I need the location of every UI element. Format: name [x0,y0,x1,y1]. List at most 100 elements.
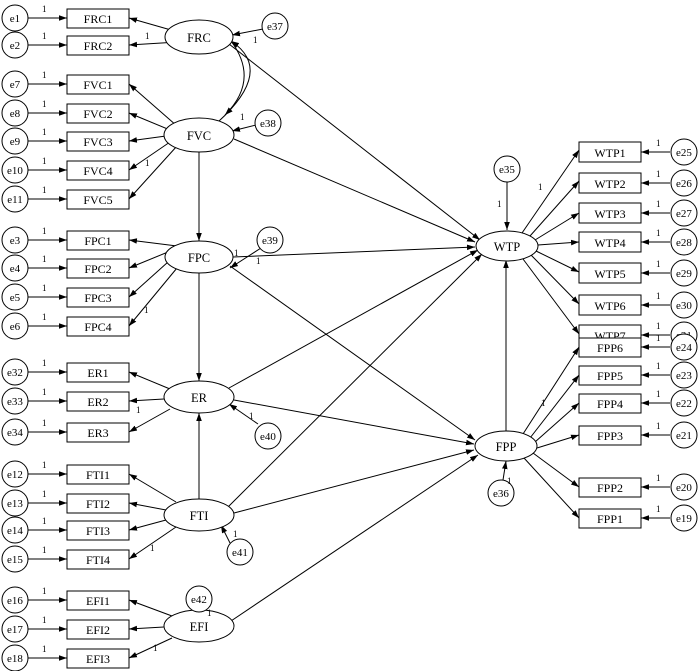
weight-label: 1 [538,182,543,192]
error-node-e2: e2 [1,31,29,59]
weight-label: 1 [42,99,47,109]
error-label: e23 [676,370,692,382]
weight-label: 1 [145,158,150,168]
indicator-label: EFI3 [86,652,110,666]
error-label: e20 [676,482,692,494]
latent-label: FPP [496,440,517,454]
error-label: e3 [10,235,21,247]
edge-EFI-EFI3 [128,637,173,659]
weight-label: 1 [42,586,47,596]
error-label: e18 [7,653,23,665]
error-node-e40: e40 [254,422,282,450]
error-node-e9: e9 [1,127,29,155]
edge-FPP-FPP5 [529,374,580,439]
indicator-FVC4: FVC4 [66,160,130,181]
indicator-FPC2: FPC2 [66,258,130,279]
indicator-FPC1: FPC1 [66,230,130,251]
error-node-e4: e4 [1,254,29,282]
edge-WTP-WTP3 [534,212,580,241]
edge-WTP-WTP7 [522,258,580,335]
indicator-FVC3: FVC3 [66,131,130,152]
indicator-label: FTI3 [86,524,110,538]
error-node-e1: e1 [1,4,29,32]
indicator-FPP5: FPP5 [578,365,642,386]
indicator-label: FPP2 [597,481,623,495]
error-label: e17 [7,624,23,636]
latent-label: ER [191,391,208,405]
weight-label: 1 [42,358,47,368]
error-node-e11: e11 [1,185,29,213]
indicator-FPP1: FPP1 [578,508,642,529]
weight-label: 1 [42,127,47,137]
indicator-FTI1: FTI1 [66,464,130,485]
error-node-e10: e10 [1,156,29,184]
error-label: e16 [7,595,23,607]
edge-ER-ER2 [128,397,165,404]
latent-ER: ER [163,380,235,414]
error-node-e5: e5 [1,283,29,311]
error-label: e9 [10,136,21,148]
error-label: e6 [10,321,21,333]
error-label: e35 [499,164,515,176]
edge-FPC-FPC4 [128,267,178,327]
latent-label: FRC [187,31,211,45]
edge-e39-FPC [229,247,262,269]
error-label: e19 [676,513,692,525]
error-label: e28 [676,237,692,249]
error-label: e24 [676,342,692,354]
edge-e40-ER [228,403,259,425]
edge-FPP-FPP6 [522,346,580,435]
edge-FVC-FVC4 [128,141,171,171]
edge-WTP-WTP6 [530,254,580,305]
error-node-e19: e19 [670,504,698,532]
indicator-label: FPC3 [84,291,111,305]
edge-WTP-WTP5 [535,250,580,273]
indicator-label: FRC1 [84,12,113,26]
indicator-label: FVC2 [83,107,112,121]
error-label: e11 [7,194,22,206]
indicator-label: WTP2 [594,177,625,191]
weight-label: 1 [656,259,661,269]
weight-label: 1 [42,312,47,322]
latent-FPP: FPP [474,430,538,462]
edge-FPC-FPC2 [128,251,169,269]
error-node-e3: e3 [1,226,29,254]
error-label: e1 [10,13,20,25]
latent-FTI: FTI [163,498,235,532]
edge-FPC-FPC1 [128,238,178,247]
indicator-FRC2: FRC2 [66,35,130,56]
disturbance-terms: e37 e38 e39 e40 e41 e42 e35 e36 [185,12,521,613]
indicator-label: WTP5 [594,267,625,281]
error-node-e8: e8 [1,99,29,127]
indicator-label: FPC2 [84,262,111,276]
indicator-WTP4: WTP4 [578,231,642,253]
error-label: e21 [676,430,692,442]
weight-label: 1 [656,333,661,343]
edge-FPP-FPP4 [534,402,580,443]
indicator-label: WTP3 [594,207,625,221]
error-label: e42 [191,594,207,606]
edge-e38-FVC [231,124,257,132]
weight-label: 1 [42,516,47,526]
error-node-e27: e27 [670,199,698,227]
indicator-EFI2: EFI2 [66,619,130,640]
indicator-label: ER1 [87,366,108,380]
latent-label: FTI [190,509,209,523]
error-node-e34: e34 [1,418,29,446]
latent-FRC: FRC [164,19,234,55]
error-node-e21: e21 [670,421,698,449]
weight-label: 1 [42,545,47,555]
error-node-e20: e20 [670,473,698,501]
indicator-EFI1: EFI1 [66,590,130,611]
error-node-e15: e15 [1,545,29,573]
error-label: e26 [676,178,692,190]
indicator-FVC5: FVC5 [66,189,130,210]
edge-ER-ER3 [128,408,171,433]
left-error-terms: e1 e2 e7 e8 e9 e10 e11 e3 e4 e5 e6 e32 e… [1,4,29,671]
edge-e36-FPP [501,460,508,481]
weight-label: 1 [656,473,661,483]
edge-ER-ER1 [128,371,171,390]
error-node-e17: e17 [1,615,29,643]
weight-label: 1 [656,228,661,238]
indicator-FTI2: FTI2 [66,493,130,514]
